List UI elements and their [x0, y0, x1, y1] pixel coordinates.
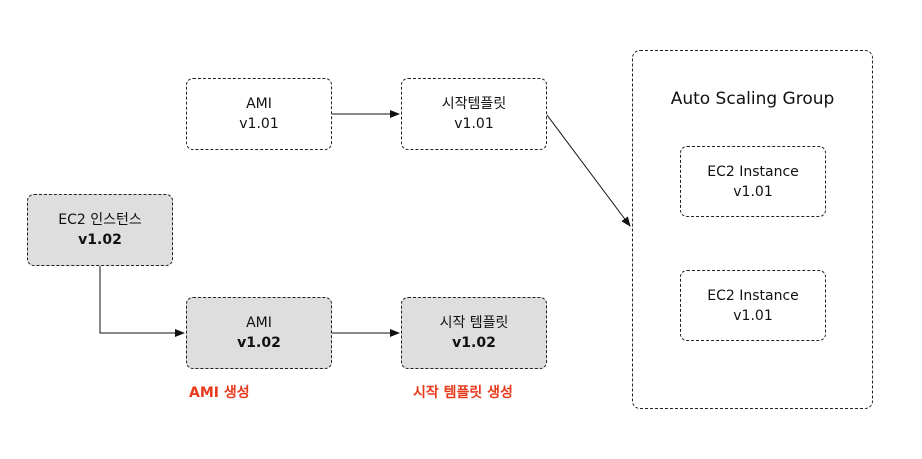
- launch-template-v101-label: 시작템플릿: [441, 96, 507, 112]
- ec2-instance-box: EC2 Instance v1.01: [680, 146, 826, 217]
- ec2-instance-box: EC2 Instance v1.01: [680, 270, 826, 341]
- template-create-caption: 시작 템플릿 생성: [413, 385, 513, 401]
- ec2-instance-version: v1.01: [733, 183, 773, 200]
- launch-template-v102-box: 시작 템플릿 v1.02: [401, 297, 547, 369]
- ami-v101-box: AMI v1.01: [186, 78, 332, 150]
- launch-template-v102-label: 시작 템플릿: [439, 315, 509, 331]
- launch-template-v101-version: v1.01: [454, 116, 494, 132]
- auto-scaling-group: Auto Scaling Group: [632, 50, 873, 409]
- auto-scaling-group-title: Auto Scaling Group: [670, 89, 835, 109]
- ami-v101-label: AMI: [246, 96, 272, 112]
- ec2-instance-v102-label: EC2 인스턴스: [58, 212, 142, 228]
- ec2-instance-label: EC2 Instance: [707, 163, 799, 180]
- arrow-ec2-to-ami-v102: [99, 266, 185, 337]
- ec2-instance-version: v1.01: [733, 307, 773, 324]
- ami-v102-version: v1.02: [237, 335, 281, 351]
- ami-v101-version: v1.01: [239, 116, 279, 132]
- ami-v102-box: AMI v1.02: [186, 297, 332, 369]
- arrow-template-to-asg: [546, 114, 631, 227]
- ec2-instance-v102-box: EC2 인스턴스 v1.02: [27, 194, 173, 266]
- ec2-instance-v102-version: v1.02: [78, 232, 122, 248]
- ec2-instance-label: EC2 Instance: [707, 287, 799, 304]
- launch-template-v102-version: v1.02: [452, 335, 496, 351]
- ami-v102-label: AMI: [246, 315, 272, 331]
- ami-create-caption: AMI 생성: [189, 385, 250, 401]
- launch-template-v101-box: 시작템플릿 v1.01: [401, 78, 547, 150]
